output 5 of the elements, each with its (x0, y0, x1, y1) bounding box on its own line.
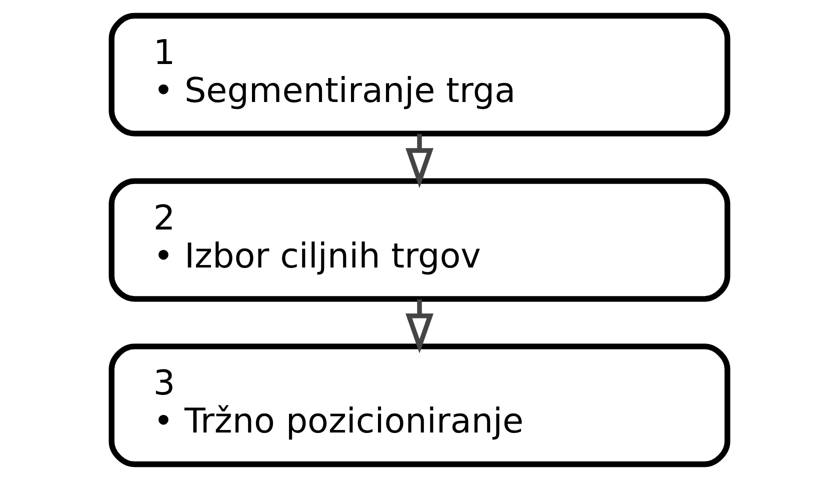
node-box: 2 • Izbor ciljnih trgov (108, 178, 730, 302)
arrow (405, 299, 433, 354)
node-box: 3 • Tržno pozicioniranje (108, 344, 730, 468)
arrow (405, 134, 433, 188)
node-box: 1 • Segmentiranje trga (108, 12, 730, 136)
